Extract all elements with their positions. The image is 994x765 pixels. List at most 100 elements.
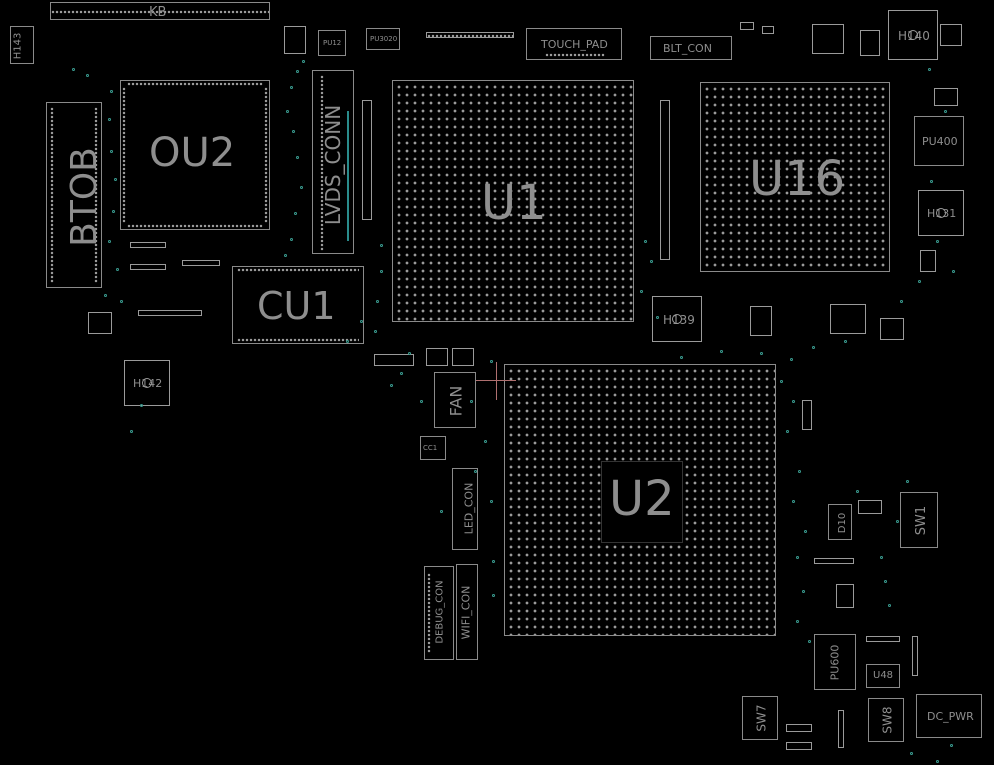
passive-cluster-23[interactable] <box>836 584 854 608</box>
passive-cluster-26[interactable] <box>838 710 844 748</box>
passive-cluster-16[interactable] <box>138 310 202 316</box>
btob-pads-left <box>49 107 55 283</box>
mounting-hole-h140[interactable]: H140 <box>888 10 938 60</box>
passive-cluster-6[interactable] <box>940 24 962 46</box>
component-fan[interactable]: FAN <box>434 372 476 428</box>
label-h139: H139 <box>663 313 695 327</box>
passive-cluster-1[interactable] <box>284 26 306 54</box>
mounting-hole-h142[interactable]: H142 <box>124 360 170 406</box>
component-dc-pwr[interactable]: DC_PWR <box>916 694 982 738</box>
ou2-pads-right <box>264 87 268 223</box>
component-u2[interactable]: U2 <box>504 364 776 636</box>
label-pu400: PU400 <box>922 135 958 148</box>
component-wifi-con[interactable]: WIFI_CON <box>456 564 478 660</box>
component-pu600[interactable]: PU600 <box>814 634 856 690</box>
component-lvds-conn[interactable]: LVDS_CONN <box>312 70 354 254</box>
component-cc1[interactable]: CC1 <box>420 436 446 460</box>
component-u16[interactable]: U16 <box>700 82 890 272</box>
component-h143[interactable]: H143 <box>10 26 34 64</box>
via <box>374 330 377 333</box>
passive-cluster-7[interactable] <box>934 88 958 106</box>
btob-pads-right <box>93 107 99 283</box>
passive-cluster-28[interactable] <box>786 742 812 750</box>
passive-cluster-21[interactable] <box>858 500 882 514</box>
component-debug-con[interactable]: DEBUG_CON <box>424 566 454 660</box>
passive-cluster-11[interactable] <box>750 306 772 336</box>
via <box>492 594 495 597</box>
component-sw8[interactable]: SW8 <box>868 698 904 742</box>
passive-cluster-17[interactable] <box>374 354 414 366</box>
via <box>798 470 801 473</box>
via <box>910 752 913 755</box>
passive-cluster-10[interactable] <box>880 318 904 340</box>
label-h131: H131 <box>927 207 957 220</box>
component-kb[interactable]: KB <box>50 2 270 20</box>
component-btob[interactable]: BTOB <box>46 102 105 288</box>
label-lvds-conn: LVDS_CONN <box>321 104 346 226</box>
component-touch-pad[interactable]: TOUCH_PAD <box>526 28 622 60</box>
ou2-pads-top <box>127 82 263 86</box>
via <box>114 178 117 181</box>
via <box>888 604 891 607</box>
component-u1[interactable]: U1 <box>392 80 634 322</box>
passive-cluster-13[interactable] <box>130 242 166 248</box>
component-pu12[interactable]: PU12 <box>318 30 346 56</box>
label-u48: U48 <box>873 670 894 681</box>
component-pu3020[interactable]: PU3020 <box>366 28 400 50</box>
via <box>140 404 143 407</box>
via <box>380 244 383 247</box>
component-blt-con[interactable]: BLT_CON <box>650 36 732 60</box>
passive-cluster-3[interactable] <box>762 26 774 34</box>
via <box>296 156 299 159</box>
passive-cluster-22[interactable] <box>814 558 854 564</box>
via <box>108 118 111 121</box>
mounting-hole-h139[interactable]: H139 <box>652 296 702 342</box>
passive-cluster-20[interactable] <box>802 400 812 430</box>
passive-cluster-9[interactable] <box>830 304 866 334</box>
passive-cluster-18[interactable] <box>426 348 448 366</box>
resistor-array-top[interactable] <box>426 32 514 38</box>
via <box>656 316 659 319</box>
passive-cluster-29[interactable] <box>660 100 670 260</box>
via <box>680 356 683 359</box>
passive-cluster-19[interactable] <box>452 348 474 366</box>
via <box>490 500 493 503</box>
passive-cluster-5[interactable] <box>860 30 880 56</box>
passive-cluster-12[interactable] <box>88 312 112 334</box>
passive-cluster-25[interactable] <box>912 636 918 676</box>
component-cu1[interactable]: CU1 <box>232 266 364 344</box>
component-sw1[interactable]: SW1 <box>900 492 938 548</box>
passive-cluster-8[interactable] <box>920 250 936 272</box>
via <box>294 212 297 215</box>
component-d10[interactable]: D10 <box>828 504 852 540</box>
via <box>936 760 939 763</box>
passive-cluster-14[interactable] <box>130 264 166 270</box>
via <box>880 556 883 559</box>
via <box>492 560 495 563</box>
component-sw7[interactable]: SW7 <box>742 696 778 740</box>
via <box>296 70 299 73</box>
via <box>290 238 293 241</box>
via <box>650 260 653 263</box>
via <box>112 210 115 213</box>
passive-cluster-27[interactable] <box>786 724 812 732</box>
cursor-crosshair-vertical <box>496 362 497 400</box>
ou2-pads-bottom <box>127 224 263 228</box>
via <box>110 90 113 93</box>
passive-cluster-24[interactable] <box>866 636 900 642</box>
label-pu12: PU12 <box>323 39 342 47</box>
passive-cluster-15[interactable] <box>182 260 220 266</box>
mounting-hole-h131[interactable]: H131 <box>918 190 964 236</box>
via <box>130 430 133 433</box>
component-pu400[interactable]: PU400 <box>914 116 964 166</box>
component-ou2[interactable]: OU2 <box>120 80 270 230</box>
component-u48[interactable]: U48 <box>866 664 900 688</box>
via <box>286 110 289 113</box>
label-h142: H142 <box>133 377 163 390</box>
via <box>802 590 805 593</box>
passive-cluster-4[interactable] <box>812 24 844 54</box>
passive-cluster-30[interactable] <box>362 100 372 220</box>
component-led-con[interactable]: LED_CON <box>452 468 478 550</box>
passive-cluster-2[interactable] <box>740 22 754 30</box>
